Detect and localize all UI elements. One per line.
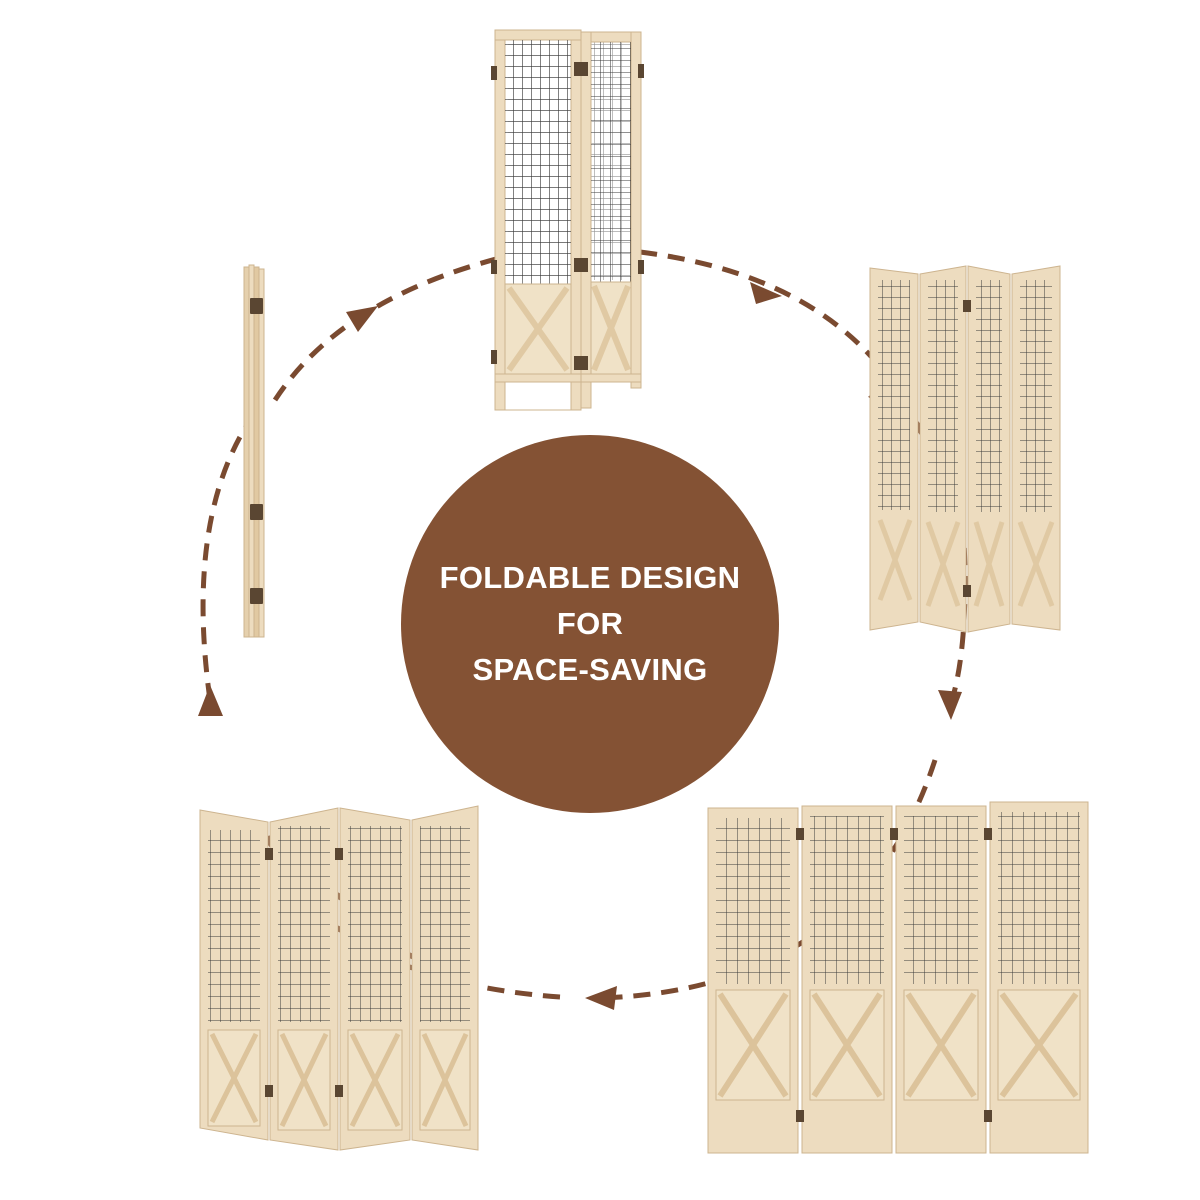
headline-line-1: FOLDABLE DESIGN bbox=[439, 560, 741, 595]
arrow-head-icon bbox=[938, 690, 962, 720]
arrow-head-icon bbox=[585, 986, 617, 1010]
headline-line-3: SPACE-SAVING bbox=[472, 652, 708, 687]
headline-line-2: FOR bbox=[556, 606, 624, 641]
cycle-arc-left bbox=[200, 418, 253, 701]
arrow-head-icon bbox=[750, 282, 782, 304]
arrow-head-icon bbox=[346, 306, 378, 332]
headline-badge: FOLDABLE DESIGN FOR SPACE-SAVING bbox=[401, 435, 779, 813]
zigzag-right-panels bbox=[869, 265, 1061, 633]
arrow-head-icon bbox=[198, 685, 223, 716]
